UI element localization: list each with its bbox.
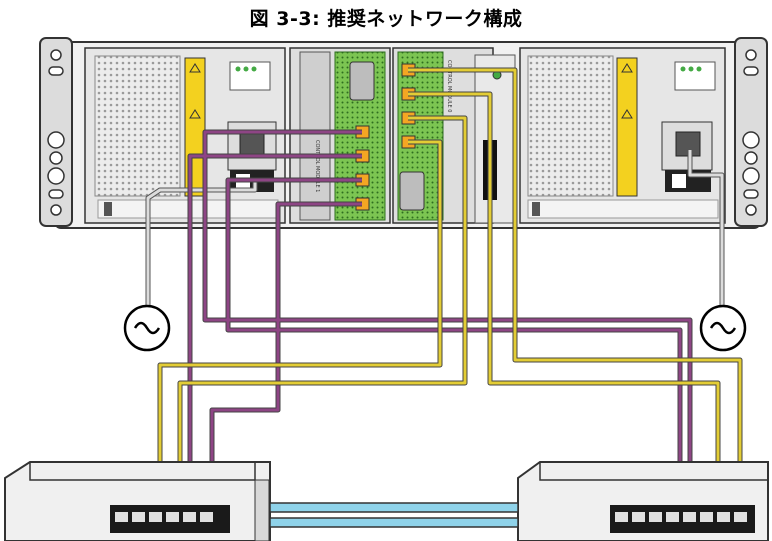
figure-title: 図 3-3: 推奨ネットワーク構成 (249, 8, 523, 30)
warning-label-icon (616, 57, 638, 197)
storage-array: CONTROL MODULE 1 CONTROL MODULE 0 (39, 37, 768, 229)
power-cables (145, 150, 725, 305)
power-supply-left (84, 47, 286, 224)
control-module-0: CONTROL MODULE 0 (392, 47, 516, 224)
control-module-0-label: CONTROL MODULE 0 (446, 60, 452, 112)
data-cables-purple (187, 129, 693, 510)
inter-switch-links (269, 502, 519, 528)
ac-power-source-icon (699, 304, 747, 352)
network-switch-right (517, 461, 769, 541)
ac-power-source-icon (123, 304, 171, 352)
control-module-1-label: CONTROL MODULE 1 (314, 140, 320, 192)
power-supply-right (519, 47, 726, 224)
network-switch-left (4, 461, 271, 541)
control-module-1: CONTROL MODULE 1 (289, 47, 391, 224)
data-cables-yellow (157, 67, 743, 500)
